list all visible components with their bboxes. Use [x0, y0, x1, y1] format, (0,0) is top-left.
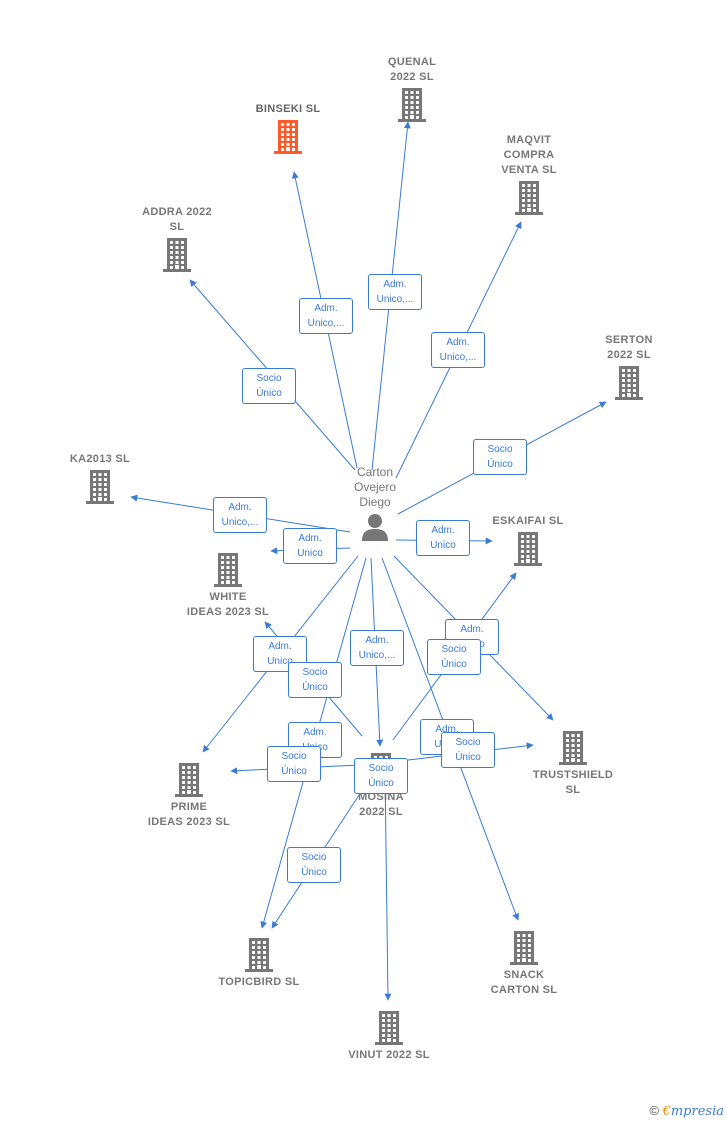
company-label: PRIME IDEAS 2023 SL: [147, 801, 231, 828]
relation-label[interactable]: Socio Único: [354, 758, 408, 794]
building-icon: [175, 763, 203, 797]
building-icon: [274, 120, 302, 154]
empresia-watermark: © €mpresia: [649, 1103, 724, 1119]
relation-label[interactable]: Socio Único: [287, 847, 341, 883]
relation-label[interactable]: Socio Único: [473, 439, 527, 475]
building-icon: [514, 532, 542, 566]
building-icon: [86, 470, 114, 504]
company-label: TOPICBIRD SL: [218, 976, 300, 988]
company-node-white[interactable]: WHITE IDEAS 2023 SL: [163, 550, 293, 620]
relation-label[interactable]: Adm. Unico: [416, 520, 470, 556]
company-label: MAQVIT COMPRA VENTA SL: [501, 134, 557, 176]
brand-name: mpresia: [670, 1104, 724, 1119]
edge-line: [384, 769, 392, 1001]
building-icon: [214, 553, 242, 587]
relation-label[interactable]: Socio Único: [288, 662, 342, 698]
company-label: TRUSTSHIELD SL: [532, 769, 614, 796]
company-label: VINUT 2022 SL: [348, 1049, 430, 1061]
company-label: SNACK CARTON SL: [490, 969, 558, 996]
company-node-eskaifai[interactable]: ESKAIFAI SL: [463, 514, 593, 569]
relation-label[interactable]: Socio Único: [441, 732, 495, 768]
building-icon: [245, 938, 273, 972]
copyright-mark: ©: [649, 1103, 659, 1118]
building-icon: [615, 366, 643, 400]
company-node-snack[interactable]: SNACK CARTON SL: [459, 928, 589, 998]
person-icon: [362, 514, 388, 541]
company-label: SERTON 2022 SL: [605, 334, 653, 361]
building-icon: [375, 1011, 403, 1045]
company-label: KA2013 SL: [69, 453, 131, 465]
center-person[interactable]: Carton Ovejero Diego: [330, 465, 420, 544]
relation-label[interactable]: Socio Único: [242, 368, 296, 404]
company-label: ESKAIFAI SL: [492, 515, 564, 527]
building-icon: [510, 931, 538, 965]
building-icon: [515, 181, 543, 215]
company-label: ADDRA 2022 SL: [142, 206, 212, 233]
relation-label[interactable]: Adm. Unico: [283, 528, 337, 564]
relation-label[interactable]: Socio Único: [267, 746, 321, 782]
brand-initial: €: [662, 1104, 671, 1119]
company-node-addra[interactable]: ADDRA 2022 SL: [112, 205, 242, 275]
company-node-ka2013[interactable]: KA2013 SL: [35, 452, 165, 507]
company-node-prime[interactable]: PRIME IDEAS 2023 SL: [124, 760, 254, 830]
building-icon: [398, 88, 426, 122]
center-person-name: Carton Ovejero Diego: [353, 465, 397, 509]
building-icon: [559, 731, 587, 765]
company-label: MOSINA 2022 SL: [358, 791, 404, 818]
company-node-vinut[interactable]: VINUT 2022 SL: [324, 1008, 454, 1063]
company-node-topicbird[interactable]: TOPICBIRD SL: [194, 935, 324, 990]
relation-label[interactable]: Adm. Unico,...: [431, 332, 485, 368]
company-label: BINSEKI SL: [255, 103, 321, 115]
relation-label[interactable]: Adm. Unico,...: [213, 497, 267, 533]
building-icon: [163, 238, 191, 272]
company-node-maqvit[interactable]: MAQVIT COMPRA VENTA SL: [464, 133, 594, 218]
company-node-serton[interactable]: SERTON 2022 SL: [564, 333, 694, 403]
company-node-quenal[interactable]: QUENAL 2022 SL: [347, 55, 477, 125]
relation-label[interactable]: Adm. Unico,...: [299, 298, 353, 334]
relation-label[interactable]: Adm. Unico,...: [350, 630, 404, 666]
relation-label[interactable]: Adm. Unico,...: [368, 274, 422, 310]
company-label: WHITE IDEAS 2023 SL: [186, 591, 270, 618]
company-node-binseki[interactable]: BINSEKI SL: [223, 102, 353, 157]
company-label: QUENAL 2022 SL: [387, 56, 437, 83]
company-node-trustshield[interactable]: TRUSTSHIELD SL: [508, 728, 638, 798]
relation-label[interactable]: Socio Único: [427, 639, 481, 675]
